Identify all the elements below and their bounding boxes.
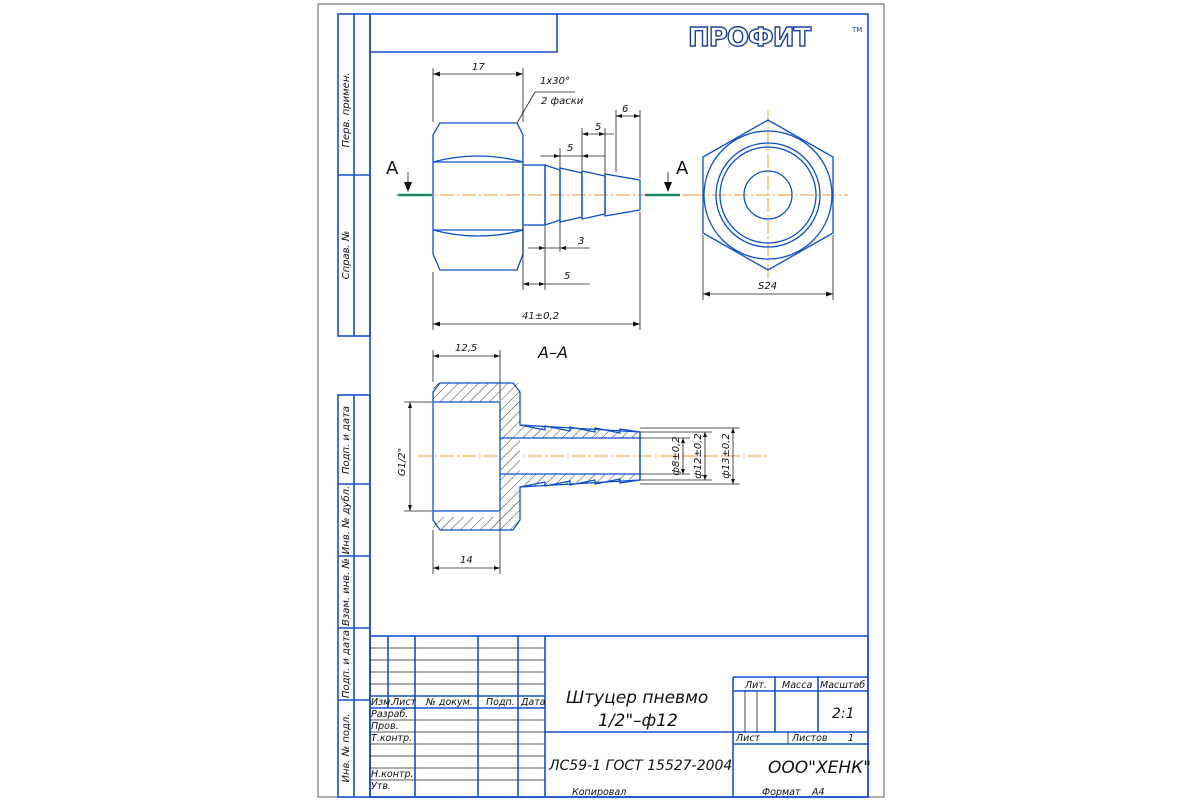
dim-dia12: ф12±0,2 — [640, 431, 712, 481]
title-block: Изм. Лист № докум. Подп. Дата Разраб. Пр… — [369, 635, 871, 798]
hex-body — [432, 122, 524, 271]
side-label-vzam-inv: Взам. инв. № — [341, 558, 352, 626]
svg-text:5: 5 — [564, 271, 570, 282]
svg-text:41±0,2: 41±0,2 — [522, 311, 559, 322]
chamfer-note: 1х30° 2 фаски — [516, 76, 584, 124]
shank-mid-circle — [719, 146, 817, 244]
material-spec: ЛС59-1 ГОСТ 15527-2004 — [548, 758, 732, 774]
brand-logo: ПРОФИТ TM — [687, 22, 862, 53]
logo-tm: TM — [851, 26, 862, 34]
dim-14: 14 — [432, 512, 501, 574]
tb-dokum: № докум. — [425, 697, 473, 708]
hex-chamfer-circle — [703, 130, 833, 260]
bore-circle — [743, 170, 793, 220]
tb-tkontr: Т.контр. — [371, 733, 412, 744]
side-label-podp-data-2: Подп. и дата — [341, 630, 352, 698]
tb-prov: Пров. — [371, 721, 399, 732]
svg-text:3: 3 — [578, 236, 584, 247]
dim-5-top: 5 — [581, 122, 614, 174]
dim-12-5: 12,5 — [432, 343, 501, 400]
tb-listov-value: 1 — [848, 733, 854, 744]
dim-17: 17 — [432, 62, 524, 122]
svg-text:5: 5 — [567, 143, 573, 154]
tb-lit: Лит. — [744, 680, 767, 691]
dim-3: 3 — [528, 222, 590, 290]
dim-5-mid: 5 — [540, 143, 605, 168]
svg-text:14: 14 — [460, 555, 473, 566]
section-label: А–А — [537, 343, 568, 362]
tb-izm: Изм. — [371, 697, 393, 708]
svg-text:G1/2": G1/2" — [397, 448, 408, 476]
hex-outline — [702, 119, 834, 271]
shank-outer-circle — [715, 142, 821, 248]
svg-text:1х30°: 1х30° — [540, 76, 570, 87]
side-label-perv-primen: Перв. примен. — [341, 72, 352, 147]
front-view: А А 17 1х30° 2 фаски 6 — [386, 62, 690, 330]
tb-razrab: Разраб. — [371, 709, 408, 720]
side-label-inv-dubl: Инв. № дубл. — [340, 486, 352, 554]
dim-thread: G1/2" — [397, 401, 432, 512]
logo-text: ПРОФИТ — [688, 23, 811, 53]
tb-scale-value: 2:1 — [832, 706, 855, 722]
dim-6: 6 — [615, 104, 641, 178]
tb-format-label: Формат — [762, 787, 801, 798]
svg-text:ф13±0,2: ф13±0,2 — [721, 433, 732, 479]
tb-utv: Утв. — [371, 781, 391, 792]
tb-data: Дата — [520, 697, 546, 708]
dim-overall: 41±0,2 — [432, 212, 641, 330]
side-label-podp-data-1: Подп. и дата — [341, 406, 352, 474]
side-column: Перв. примен. Справ. № Подп. и дата Инв.… — [337, 13, 371, 798]
tb-masshtab: Масштаб — [820, 680, 865, 691]
svg-text:ф8±0,2: ф8±0,2 — [671, 436, 682, 475]
svg-text:S24: S24 — [758, 281, 777, 292]
dim-dia8: ф8±0,2 — [640, 436, 690, 476]
cut-arrow-left: А — [386, 158, 412, 192]
tb-podp: Подп. — [486, 697, 515, 708]
side-label-sprav: Справ. № — [341, 231, 352, 280]
section-view: А–А 12,5 G1/2" — [397, 343, 770, 574]
tb-kopiroval: Копировал — [572, 787, 626, 798]
company-name: ООО"ХЕНК" — [768, 758, 871, 778]
svg-text:17: 17 — [472, 62, 485, 73]
cut-arrow-right: А — [664, 158, 689, 192]
side-label-inv-podl: Инв. № подл. — [341, 714, 352, 783]
tb-massa: Масса — [782, 680, 812, 691]
dim-s24: S24 — [702, 235, 834, 300]
tb-format-value: А4 — [811, 787, 825, 798]
dim-5-bottom: 5 — [522, 226, 590, 290]
svg-text:2 фаски: 2 фаски — [541, 96, 584, 107]
svg-text:12,5: 12,5 — [455, 343, 477, 354]
part-name-line1: Штуцер пневмо — [566, 688, 708, 708]
side-view-hex: S24 — [690, 110, 848, 300]
svg-text:6: 6 — [622, 104, 628, 115]
part-name-line2: 1/2"–ф12 — [598, 711, 678, 731]
tb-nkontr: Н.контр. — [371, 769, 414, 780]
svg-text:А: А — [386, 158, 399, 179]
tb-listov-label: Листов — [791, 733, 828, 744]
tb-list: Лист — [391, 697, 417, 708]
svg-text:5: 5 — [595, 122, 601, 133]
svg-text:А: А — [676, 158, 689, 179]
dim-dia13: ф13±0,2 — [640, 427, 740, 485]
svg-text:ф12±0,2: ф12±0,2 — [693, 433, 704, 479]
tb-list-label: Лист — [735, 733, 761, 744]
